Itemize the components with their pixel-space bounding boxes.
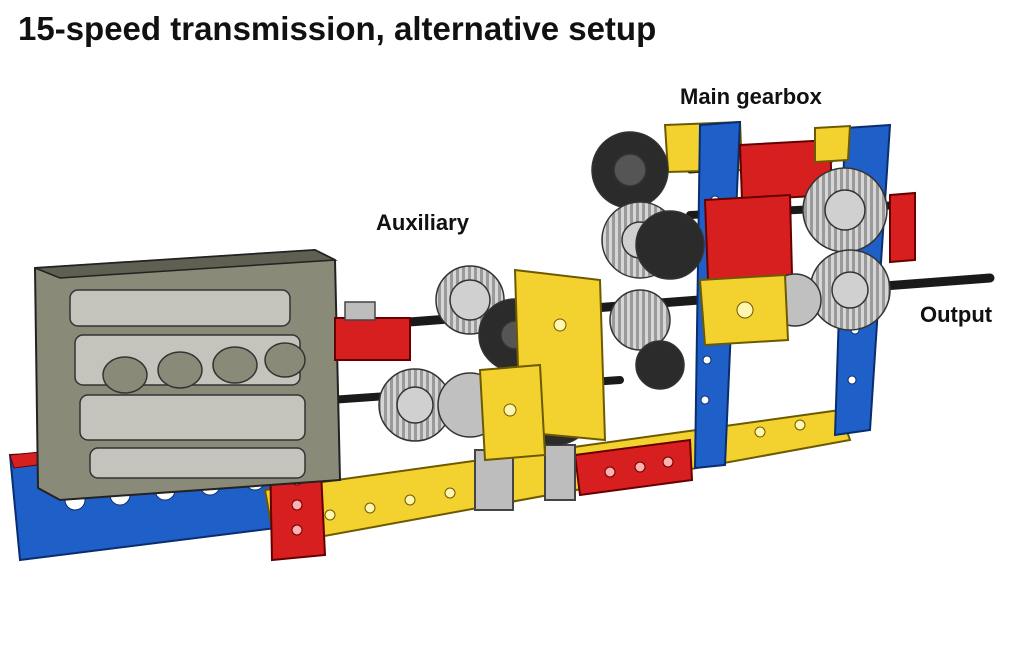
main-gearbox-red-parts — [703, 138, 916, 282]
gray-uprights — [474, 444, 576, 511]
main-gearbox-yellow-blocks — [698, 124, 852, 347]
auxiliary-label: Auxiliary — [376, 210, 469, 235]
diagram-title: 15-speed transmission, alternative setup — [18, 10, 657, 47]
motor-box — [33, 248, 342, 502]
red-connector — [334, 301, 411, 361]
main-gearbox-label: Main gearbox — [680, 84, 822, 109]
output-label: Output — [920, 302, 993, 327]
main-gearbox-gears — [591, 131, 891, 331]
auxiliary-frames — [478, 268, 607, 462]
